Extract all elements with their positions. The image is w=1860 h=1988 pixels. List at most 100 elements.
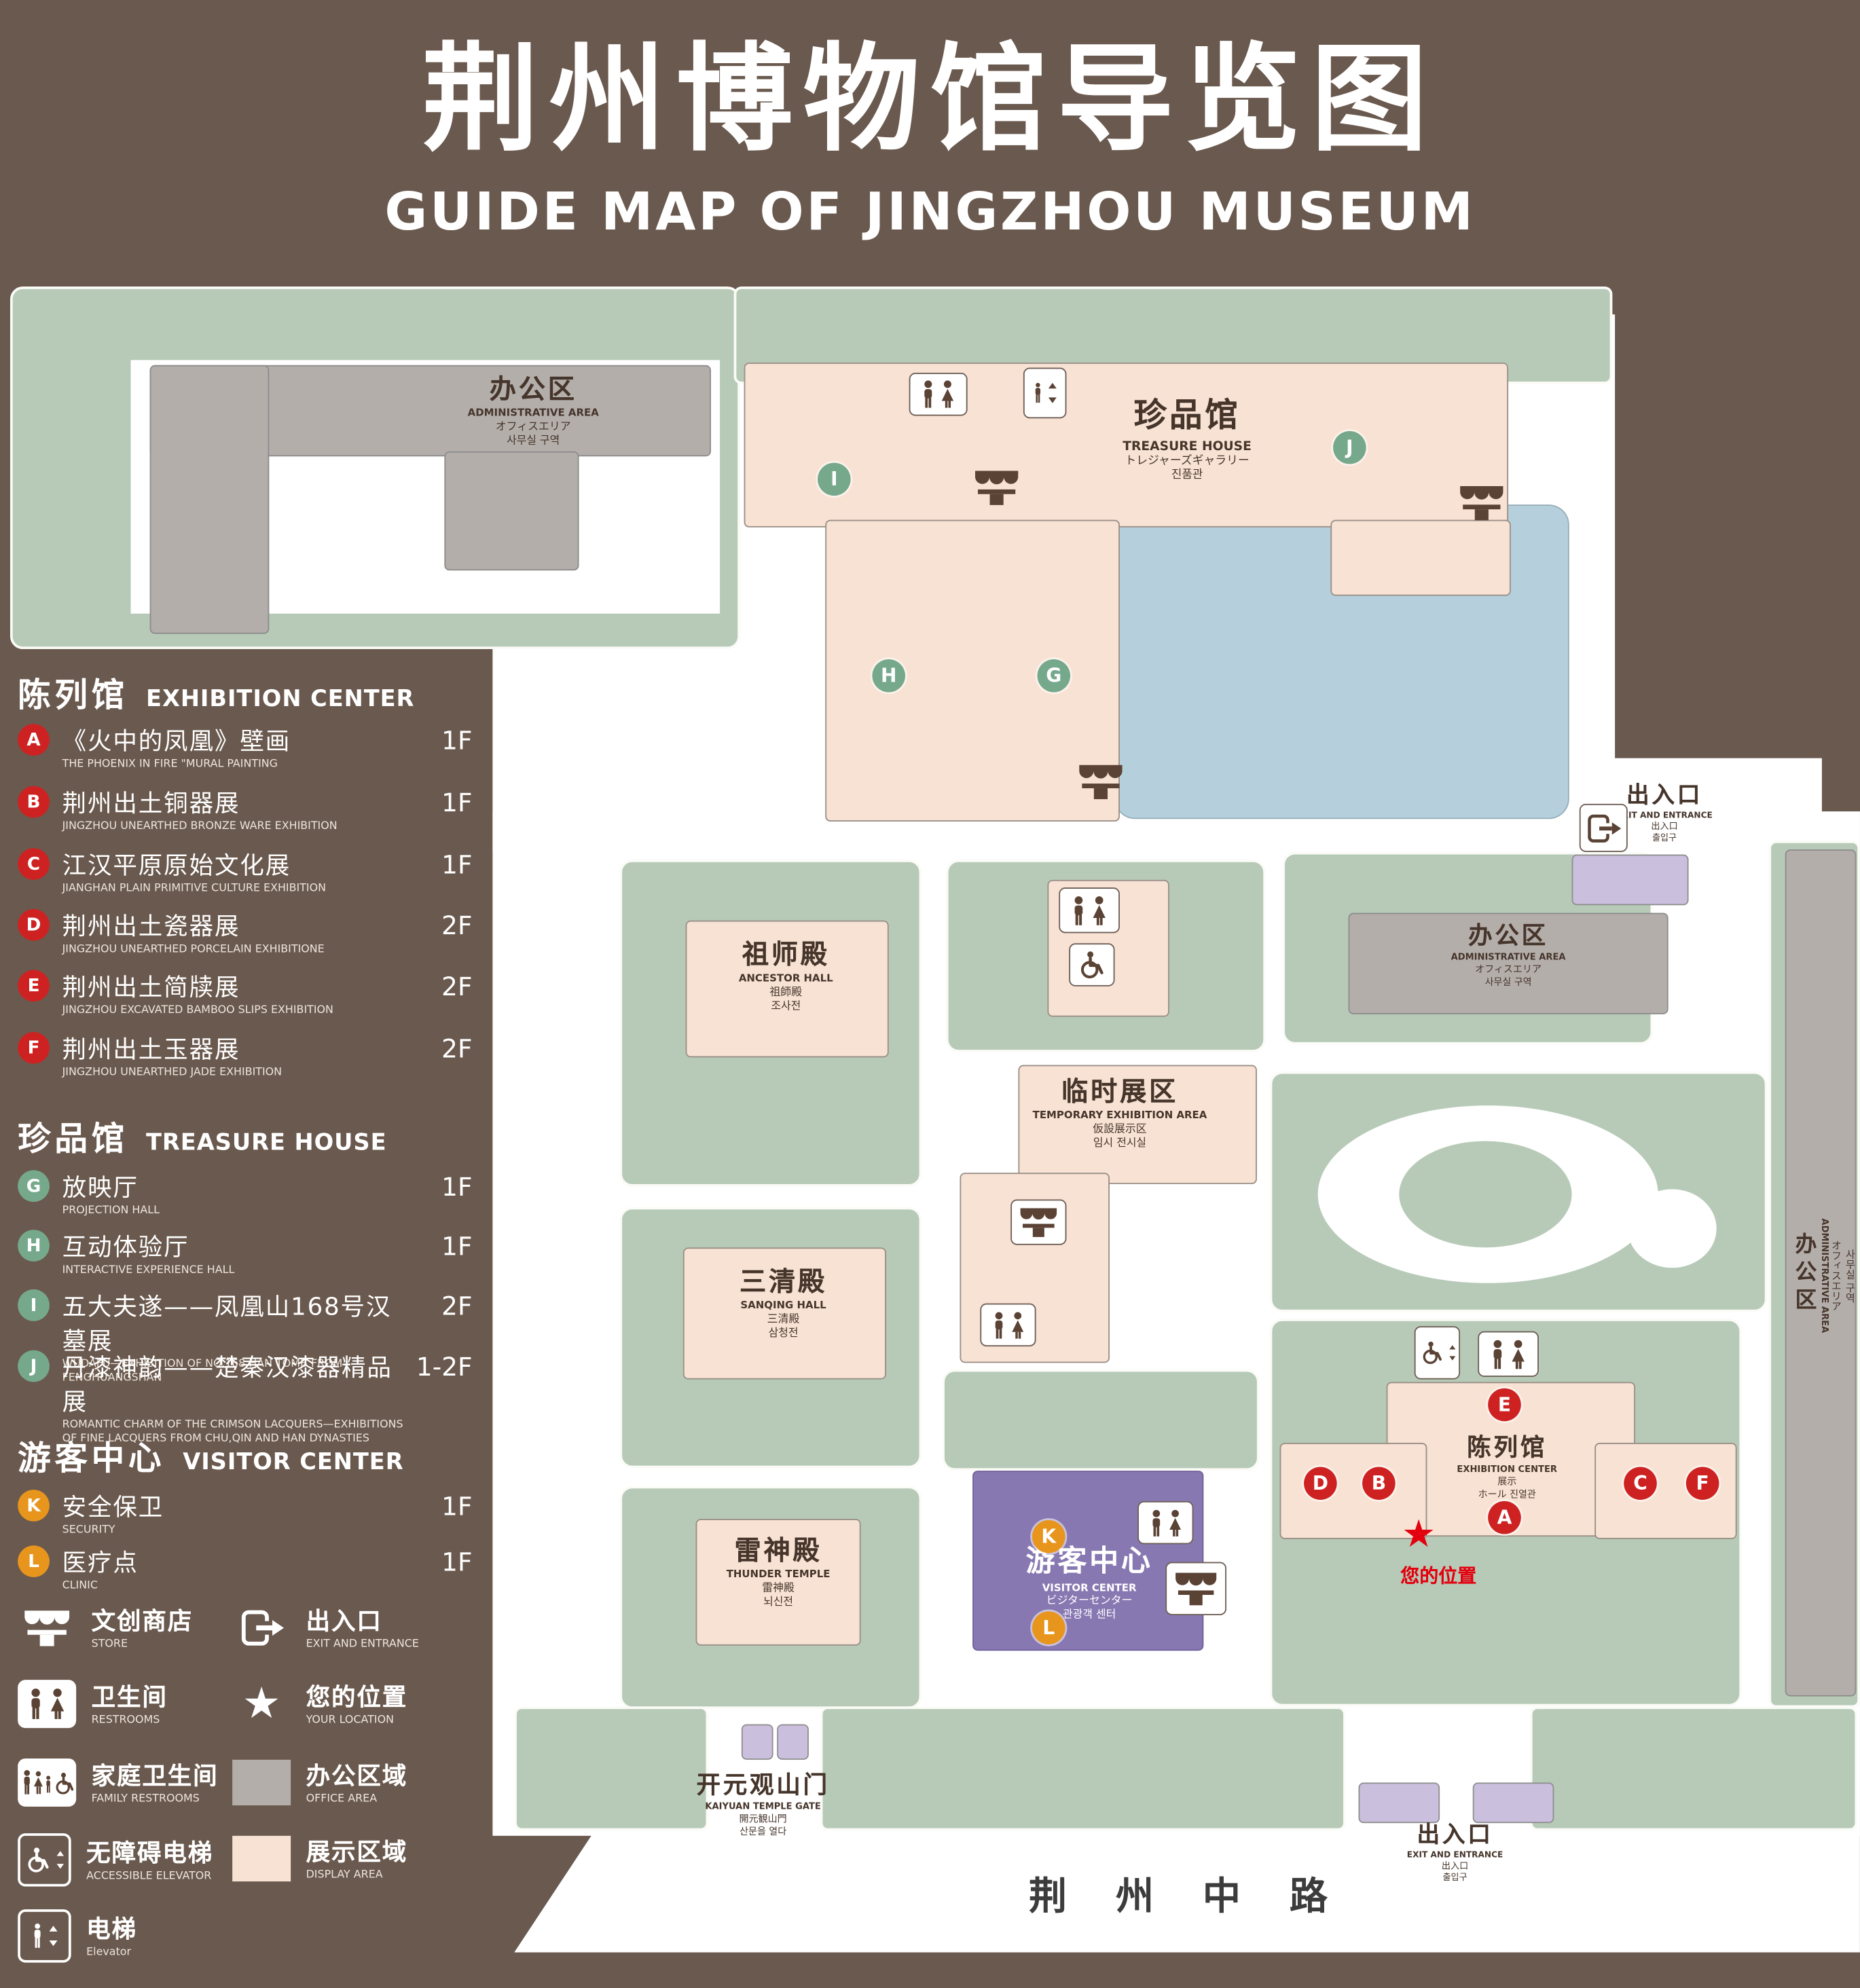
road-name: 荆 州 中 路 bbox=[1028, 1875, 1346, 1920]
building-exhibition-west-wing bbox=[1279, 1442, 1427, 1539]
map-marker-f: F bbox=[1685, 1467, 1719, 1501]
floor-label: 1F bbox=[441, 1490, 473, 1522]
exit-south-label: 出入口 EXIT AND ENTRANCE 出入口 출입구 bbox=[1406, 1822, 1503, 1883]
floor-label: 1F bbox=[441, 1231, 473, 1262]
exit-icon bbox=[232, 1603, 291, 1651]
building-thunder-temple bbox=[695, 1519, 861, 1646]
floor-label: 1F bbox=[441, 787, 473, 818]
lawn-south-center bbox=[820, 1706, 1346, 1831]
marker-badge: C bbox=[18, 848, 50, 880]
floor-label: 1F bbox=[441, 849, 473, 880]
thunder-temple-label: 雷神殿 THUNDER TEMPLE 雷神殿 뇌신전 bbox=[726, 1535, 831, 1609]
marker-badge: B bbox=[18, 786, 50, 818]
floor-label: 2F bbox=[441, 1033, 473, 1064]
floor-label: 1-2F bbox=[416, 1351, 473, 1382]
building-admin-nw-annex bbox=[444, 451, 579, 571]
map-marker-h: H bbox=[872, 659, 906, 693]
building-admin-nw-wing bbox=[149, 365, 270, 634]
building-visitor-center bbox=[972, 1471, 1204, 1651]
lawn-mid-south bbox=[942, 1369, 1260, 1471]
floor-label: 1F bbox=[441, 1547, 473, 1577]
map-marker-b: B bbox=[1362, 1467, 1396, 1501]
poster-title-zh: 荆州博物馆导览图 bbox=[422, 31, 1438, 168]
accessible-restroom-icon bbox=[1069, 943, 1115, 987]
section-title-zh: 陈列馆 bbox=[18, 677, 128, 716]
office-area-swatch bbox=[232, 1759, 291, 1805]
exit-northeast-label: 出入口 EXIT AND ENTRANCE 出入口 출입구 bbox=[1616, 782, 1713, 843]
poster-header: 荆州博物馆导览图 GUIDE MAP OF JINGZHOU MUSEUM bbox=[0, 0, 1860, 242]
visitor-center-label: 游客中心 VISITOR CENTER ビジターセンター 관광객 센터 bbox=[1025, 1545, 1153, 1622]
elevator-icon bbox=[18, 1909, 71, 1963]
restroom-icon bbox=[18, 1679, 77, 1728]
gate-pylon-right bbox=[777, 1724, 809, 1760]
map-marker-i: I bbox=[818, 462, 851, 496]
exit-icon bbox=[1579, 803, 1628, 852]
map-marker-l: L bbox=[1032, 1611, 1065, 1644]
gate-pylon-left bbox=[741, 1724, 773, 1760]
store-icon bbox=[1453, 479, 1511, 525]
section-title-en: EXHIBITION CENTER bbox=[146, 686, 415, 713]
marker-badge: G bbox=[18, 1170, 50, 1202]
floor-label: 2F bbox=[441, 1290, 473, 1321]
your-location-star-icon: ★ bbox=[242, 1678, 281, 1729]
map-marker-j: J bbox=[1333, 430, 1366, 464]
marker-badge: K bbox=[18, 1490, 50, 1522]
building-sanqing-hall bbox=[682, 1247, 886, 1380]
road: 荆 州 中 路 bbox=[514, 1833, 1860, 1953]
marker-badge: E bbox=[18, 970, 50, 1002]
exhibition-center-label: 陈列馆 EXHIBITION CENTER 展示 ホール 진열관 bbox=[1457, 1433, 1558, 1500]
store-icon bbox=[1072, 758, 1130, 804]
admin-east-label: 办公区 ADMINISTRATIVE AREA オフィスエリア 사무실 구역 bbox=[1790, 1218, 1857, 1333]
elevator-icon bbox=[1023, 367, 1067, 419]
family-restroom-icon bbox=[18, 1758, 77, 1806]
legend-section-visitor-center: 游客中心 VISITOR CENTER bbox=[18, 1433, 403, 1479]
marker-badge: L bbox=[18, 1545, 50, 1577]
restroom-icon bbox=[1059, 887, 1120, 934]
lawn-south-east bbox=[1529, 1706, 1858, 1831]
section-title-en: TREASURE HOUSE bbox=[146, 1129, 387, 1156]
temporary-exhibition-label: 临时展区 TEMPORARY EXHIBITION AREA 仮設展示区 임시 … bbox=[1032, 1076, 1207, 1150]
map-marker-d: D bbox=[1304, 1467, 1337, 1501]
map-marker-k: K bbox=[1032, 1520, 1065, 1553]
marker-badge: A bbox=[18, 724, 50, 756]
entrance-south-right bbox=[1472, 1782, 1554, 1824]
lawn-south-west bbox=[514, 1706, 709, 1831]
restroom-icon bbox=[1137, 1501, 1194, 1545]
building-treasure-house-east-wing bbox=[1330, 519, 1511, 596]
floor-label: 2F bbox=[441, 971, 473, 1002]
legend-section-exhibition-center: 陈列馆 EXHIBITION CENTER bbox=[18, 669, 414, 716]
poster-title-en: GUIDE MAP OF JINGZHOU MUSEUM bbox=[384, 181, 1476, 242]
entrance-south-left bbox=[1358, 1782, 1440, 1824]
admin-mid-label: 办公区 ADMINISTRATIVE AREA オフィスエリア 사무실 구역 bbox=[1451, 921, 1566, 987]
marker-badge: F bbox=[18, 1031, 50, 1064]
garden-pond-path bbox=[1627, 1189, 1717, 1268]
marker-badge: D bbox=[18, 908, 50, 941]
floor-label: 1F bbox=[441, 1171, 473, 1202]
legend-section-treasure-house: 珍品馆 TREASURE HOUSE bbox=[18, 1113, 386, 1160]
kaiyuan-gate-label: 开元观山门 KAIYUAN TEMPLE GATE 開元観山門 산문을 열다 bbox=[696, 1771, 830, 1837]
garden-island bbox=[1399, 1141, 1572, 1248]
marker-badge: I bbox=[18, 1289, 50, 1321]
your-location-star-icon: ★ bbox=[1402, 1512, 1436, 1558]
